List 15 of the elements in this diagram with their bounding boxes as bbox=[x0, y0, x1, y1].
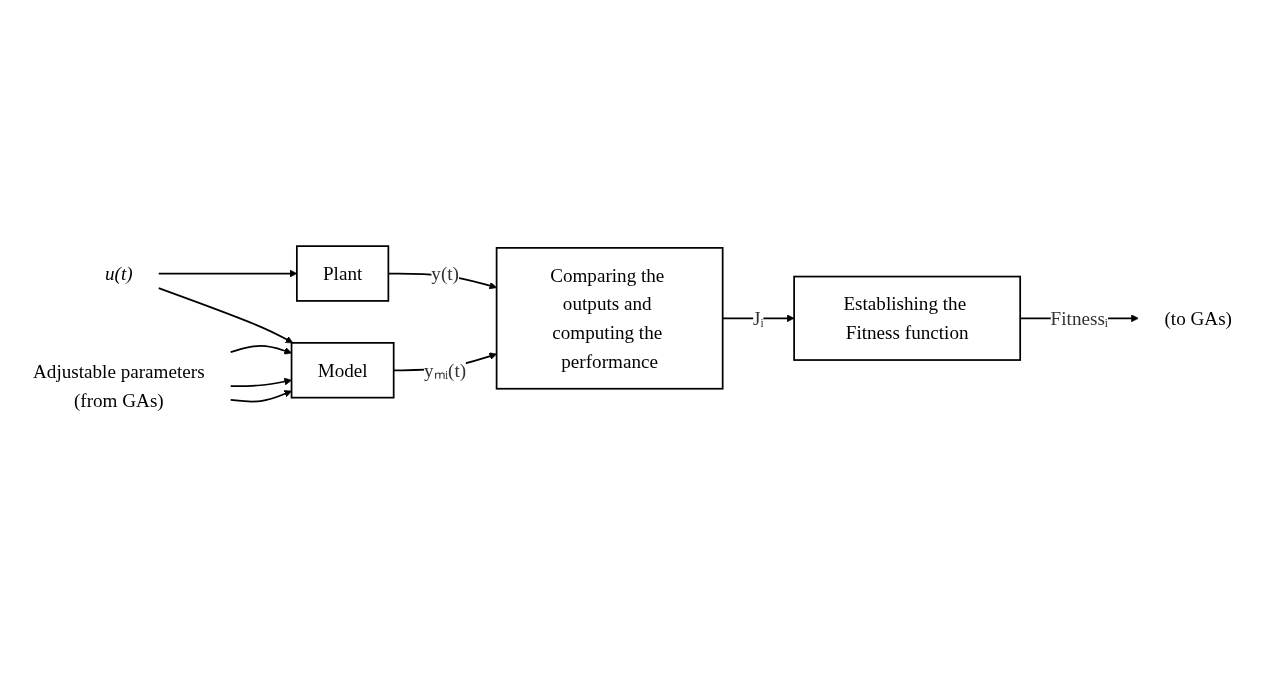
edge-label: Fitnessᵢ bbox=[1050, 306, 1108, 329]
arrow bbox=[229, 344, 292, 355]
edge-label: yₘᵢ(t) bbox=[424, 358, 467, 381]
arrow bbox=[229, 377, 292, 387]
edge-label: Jᵢ bbox=[753, 306, 764, 329]
arrow bbox=[229, 389, 292, 402]
node-box: Establishing the Fitness function bbox=[793, 275, 1022, 361]
node-text: Adjustable parameters (from GAs) bbox=[33, 360, 205, 411]
node-text: u(t) bbox=[105, 262, 133, 284]
node-box: Model bbox=[290, 341, 395, 398]
arrow bbox=[157, 286, 294, 343]
node-box: Plant bbox=[296, 244, 390, 302]
edge-label: y(t) bbox=[431, 262, 459, 284]
node-box: Comparing the outputs and computing the performance bbox=[495, 246, 724, 390]
node-text: (to GAs) bbox=[1164, 306, 1232, 329]
